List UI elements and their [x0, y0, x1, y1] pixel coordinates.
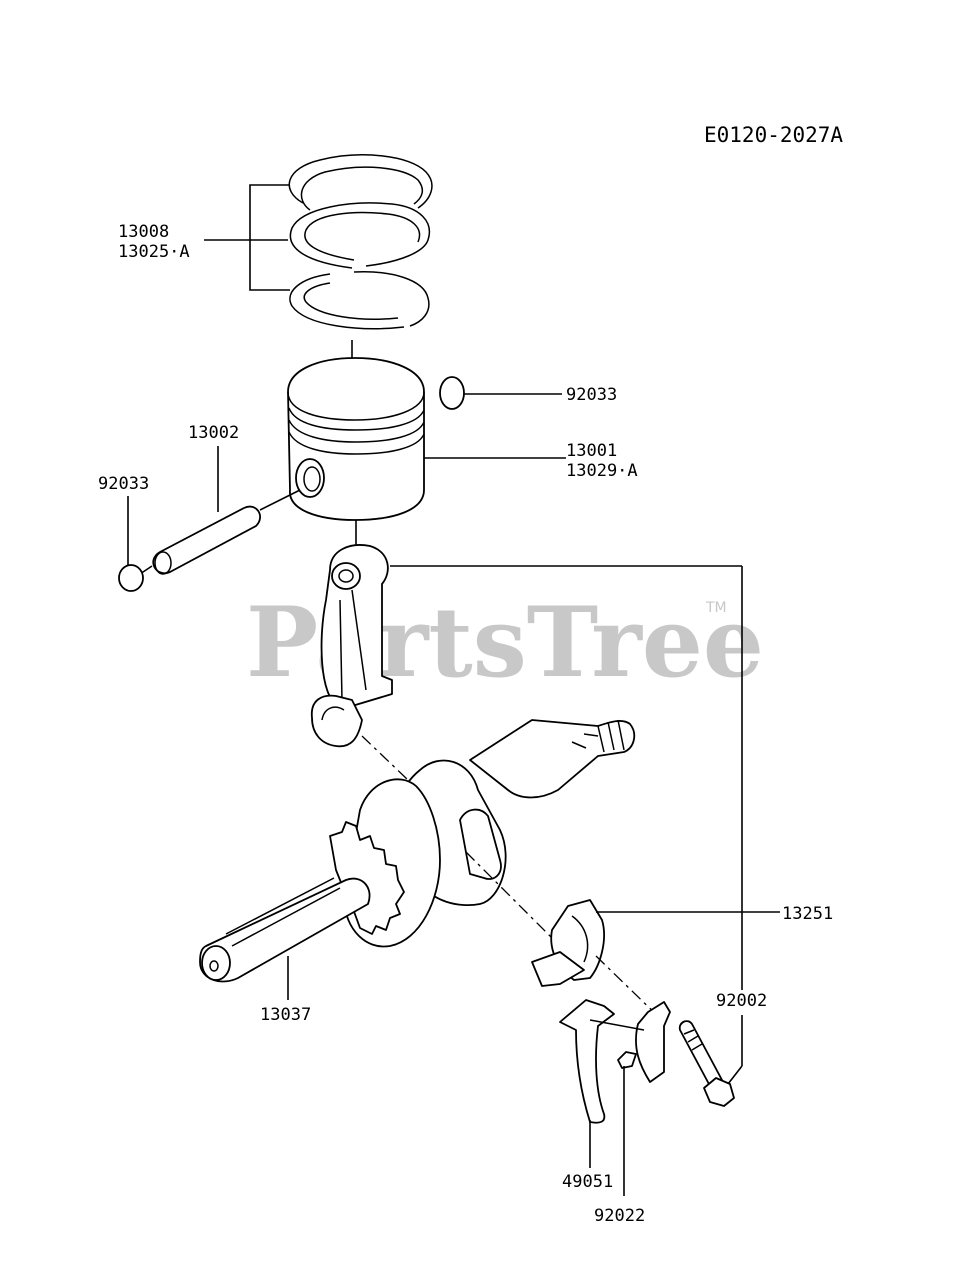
clip-right[interactable]	[439, 376, 465, 410]
lock-plate[interactable]	[559, 999, 671, 1124]
label-rings-a: 13008	[118, 222, 169, 242]
piston-pin[interactable]	[152, 505, 261, 575]
label-crankshaft: 13037	[260, 1005, 311, 1025]
connecting-rod[interactable]	[310, 544, 393, 748]
piston[interactable]	[287, 357, 425, 521]
label-pin: 13002	[188, 423, 239, 443]
crankshaft[interactable]	[199, 719, 636, 983]
label-bearing: 13251	[782, 904, 833, 924]
label-lock-plate: 49051	[562, 1172, 613, 1192]
clip-left[interactable]	[118, 564, 144, 592]
piston-rings[interactable]	[288, 154, 433, 330]
label-rings-b: 13025·A	[118, 242, 190, 262]
label-washer: 92022	[594, 1206, 645, 1226]
label-bolt: 92002	[716, 991, 767, 1011]
diagram-code: E0120-2027A	[704, 123, 843, 147]
label-clip-left: 92033	[98, 474, 149, 494]
watermark-trademark: TM	[705, 600, 727, 616]
bolt[interactable]	[678, 1020, 735, 1107]
label-piston-b: 13029·A	[566, 461, 638, 481]
bearing-cap[interactable]	[531, 899, 605, 987]
label-piston-a: 13001	[566, 441, 617, 461]
label-clip-right: 92033	[566, 385, 617, 405]
washer[interactable]	[617, 1051, 637, 1069]
